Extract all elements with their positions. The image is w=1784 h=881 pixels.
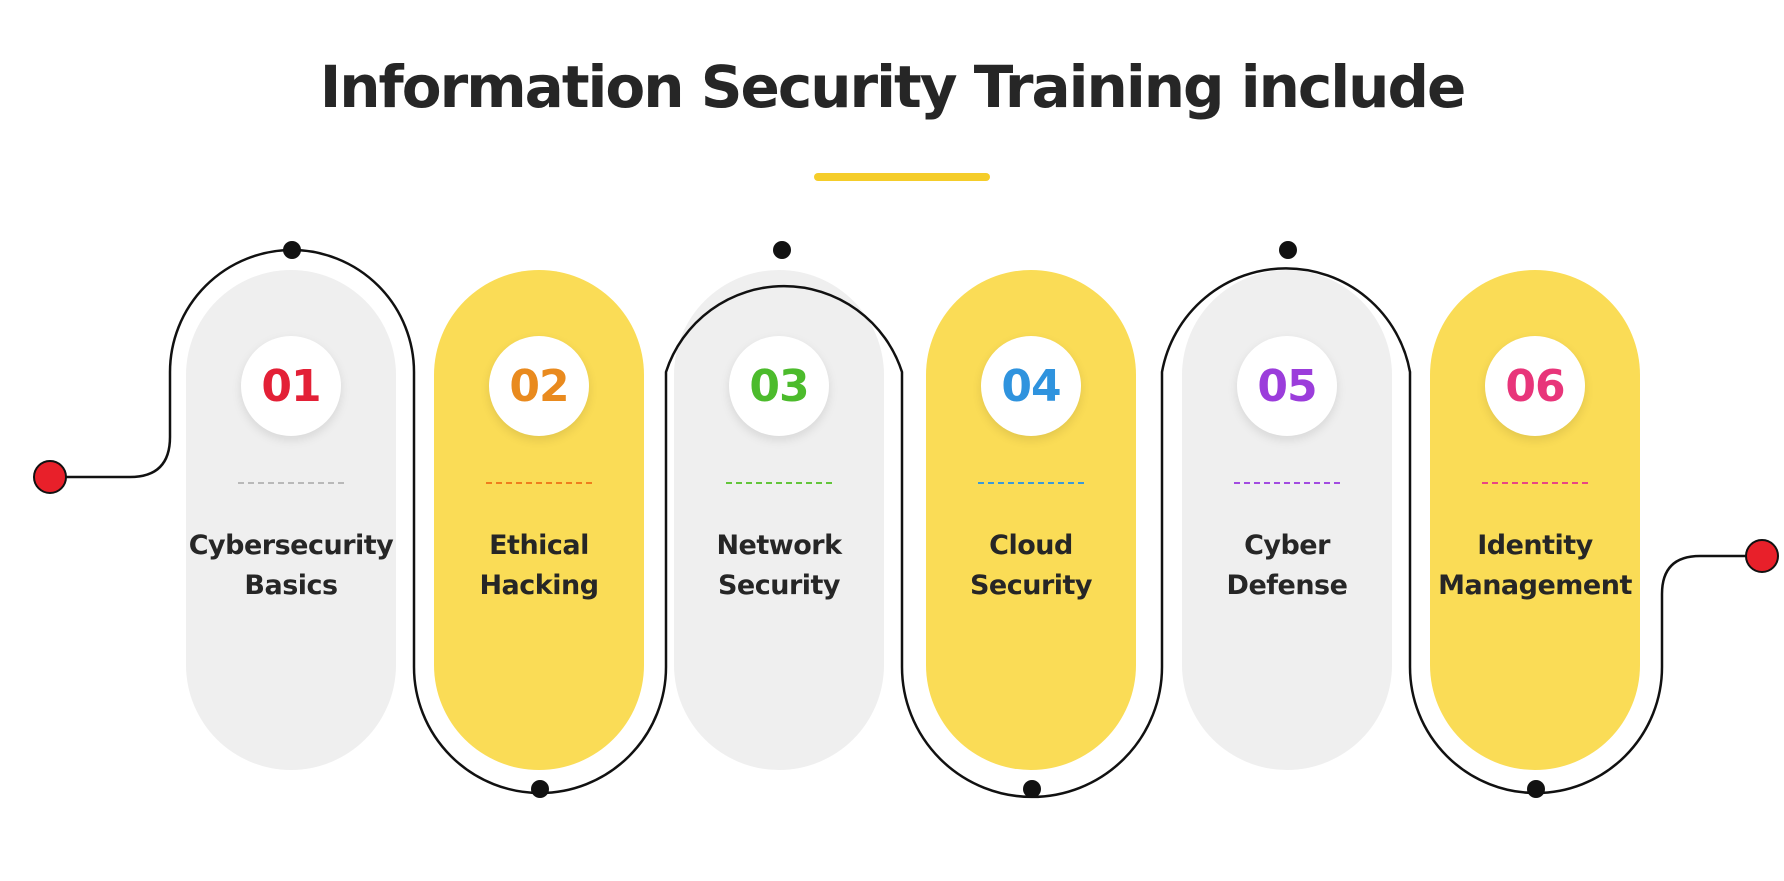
step-label-6-line2: Management bbox=[1438, 570, 1632, 601]
step-number-1: 01 bbox=[241, 336, 341, 436]
title-underline bbox=[814, 173, 990, 181]
step-label-4-line1: Cloud bbox=[989, 530, 1073, 561]
timeline-start-point bbox=[33, 460, 67, 494]
step-number-6: 06 bbox=[1485, 336, 1585, 436]
step-label-1: Cybersecurity Basics bbox=[166, 526, 416, 606]
step-divider-3 bbox=[726, 482, 832, 484]
step-card-6: 06 Identity Management bbox=[1430, 270, 1640, 770]
step-label-2-line2: Hacking bbox=[479, 570, 599, 601]
timeline-node-top-3 bbox=[1279, 241, 1297, 259]
step-divider-6 bbox=[1482, 482, 1588, 484]
step-card-2: 02 Ethical Hacking bbox=[434, 270, 644, 770]
step-divider-5 bbox=[1234, 482, 1340, 484]
step-label-5-line2: Defense bbox=[1226, 570, 1348, 601]
step-label-6-line1: Identity bbox=[1477, 530, 1593, 561]
step-number-3: 03 bbox=[729, 336, 829, 436]
step-card-1: 01 Cybersecurity Basics bbox=[186, 270, 396, 770]
step-label-1-line1: Cybersecurity bbox=[188, 530, 394, 561]
timeline-node-bottom-1 bbox=[531, 780, 549, 798]
step-label-1-line2: Basics bbox=[244, 570, 338, 601]
timeline-end-point bbox=[1745, 539, 1779, 573]
step-divider-1 bbox=[238, 482, 344, 484]
step-divider-2 bbox=[486, 482, 592, 484]
step-label-5: Cyber Defense bbox=[1162, 526, 1412, 606]
page-title: Information Security Training include bbox=[319, 53, 1467, 121]
step-card-4: 04 Cloud Security bbox=[926, 270, 1136, 770]
timeline-node-top-2 bbox=[773, 241, 791, 259]
step-label-6: Identity Management bbox=[1410, 526, 1660, 606]
timeline-node-top-1 bbox=[283, 241, 301, 259]
step-number-5: 05 bbox=[1237, 336, 1337, 436]
step-label-2-line1: Ethical bbox=[489, 530, 589, 561]
step-label-4: Cloud Security bbox=[906, 526, 1156, 606]
step-label-3-line1: Network bbox=[716, 530, 842, 561]
step-number-2: 02 bbox=[489, 336, 589, 436]
timeline-node-bottom-3 bbox=[1527, 780, 1545, 798]
step-label-3: Network Security bbox=[654, 526, 904, 606]
step-label-3-line2: Security bbox=[717, 570, 841, 601]
step-card-5: 05 Cyber Defense bbox=[1182, 270, 1392, 770]
step-divider-4 bbox=[978, 482, 1084, 484]
step-label-4-line2: Security bbox=[969, 570, 1093, 601]
step-card-3: 03 Network Security bbox=[674, 270, 884, 770]
step-number-4: 04 bbox=[981, 336, 1081, 436]
step-label-2: Ethical Hacking bbox=[414, 526, 664, 606]
step-label-5-line1: Cyber bbox=[1244, 530, 1330, 561]
timeline-node-bottom-2 bbox=[1023, 780, 1041, 798]
